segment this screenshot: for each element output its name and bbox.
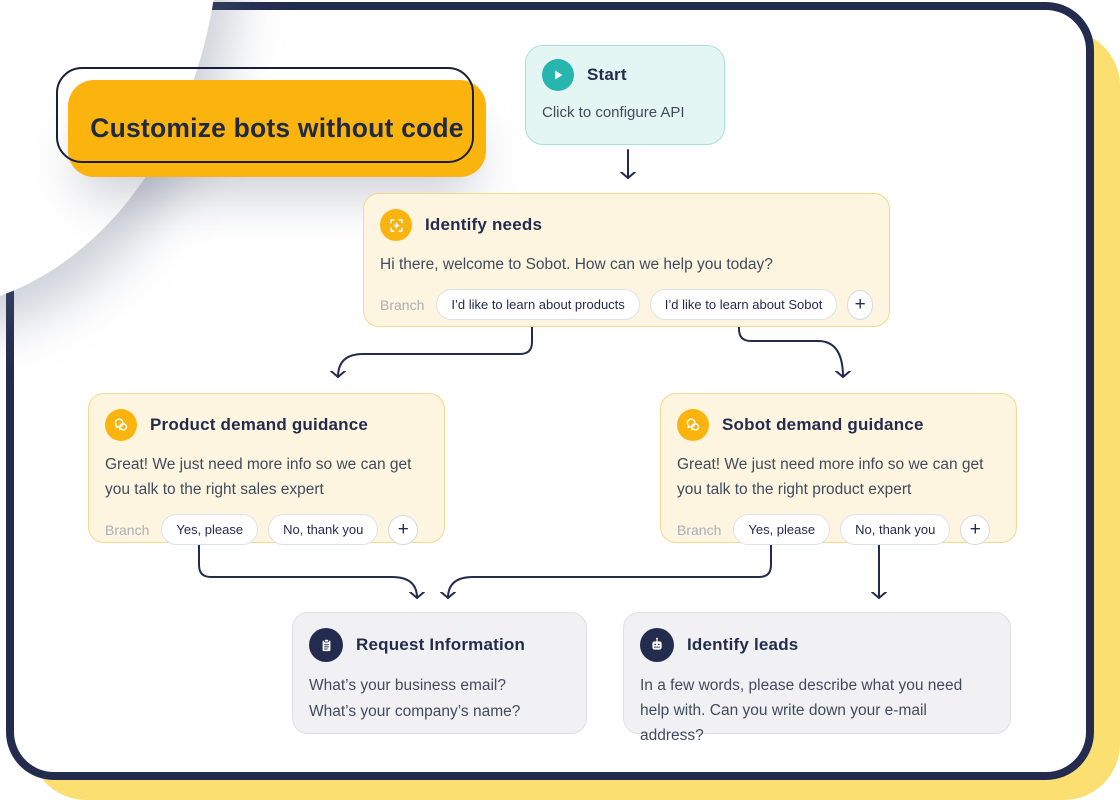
node-start-subtitle: Click to configure API — [542, 104, 685, 121]
add-branch-button[interactable]: + — [847, 289, 873, 320]
node-sobot-demand-guidance[interactable]: Sobot demand guidance Great! We just nee… — [660, 393, 1017, 546]
branch-option-learn-sobot[interactable]: I’d like to learn about Sobot — [649, 289, 838, 321]
robot-icon — [640, 628, 674, 662]
play-icon — [542, 59, 574, 91]
node-identify-leads-title: Identify leads — [687, 635, 799, 654]
clipboard-icon — [309, 628, 343, 662]
branch-option-no-thank-you[interactable]: No, thank you — [268, 514, 379, 546]
chat-icon — [105, 409, 137, 441]
branch-option-yes-please[interactable]: Yes, please — [733, 514, 831, 546]
request-info-question-1: What’s your business email? — [309, 677, 506, 694]
branch-option-yes-please[interactable]: Yes, please — [161, 514, 259, 546]
node-identify-needs-title: Identify needs — [425, 215, 543, 234]
request-info-question-2: What’s your company’s name? — [309, 703, 521, 721]
add-branch-button[interactable]: + — [388, 514, 419, 545]
node-identify-leads-message: In a few words, please describe what you… — [640, 677, 963, 745]
node-sobot-demand-title: Sobot demand guidance — [722, 415, 924, 434]
node-request-information[interactable]: Request Information What’s your business… — [292, 612, 587, 734]
headline-banner-label: Customize bots without code — [90, 113, 464, 143]
node-identify-leads[interactable]: Identify leads In a few words, please de… — [623, 612, 1011, 744]
node-start[interactable]: Start Click to configure API — [525, 45, 725, 145]
branch-label: Branch — [380, 296, 425, 313]
node-product-demand-message: Great! We just need more info so we can … — [105, 456, 412, 499]
add-branch-button[interactable]: + — [960, 514, 991, 545]
headline-banner: Customize bots without code — [68, 80, 486, 177]
scan-icon — [380, 209, 412, 241]
node-request-information-title: Request Information — [356, 635, 526, 654]
node-product-demand-title: Product demand guidance — [150, 415, 369, 434]
branch-option-no-thank-you[interactable]: No, thank you — [840, 514, 951, 546]
node-sobot-demand-message: Great! We just need more info so we can … — [677, 456, 984, 499]
branch-option-learn-products[interactable]: I’d like to learn about products — [436, 289, 640, 321]
node-identify-needs-message: Hi there, welcome to Sobot. How can we h… — [380, 256, 773, 273]
branch-label: Branch — [105, 521, 150, 538]
branch-label: Branch — [677, 521, 722, 538]
node-identify-needs[interactable]: Identify needs Hi there, welcome to Sobo… — [363, 193, 890, 327]
chat-icon — [677, 409, 709, 441]
headline-banner-outline — [56, 67, 474, 163]
node-start-title: Start — [587, 65, 627, 84]
node-product-demand-guidance[interactable]: Product demand guidance Great! We just n… — [88, 393, 445, 546]
